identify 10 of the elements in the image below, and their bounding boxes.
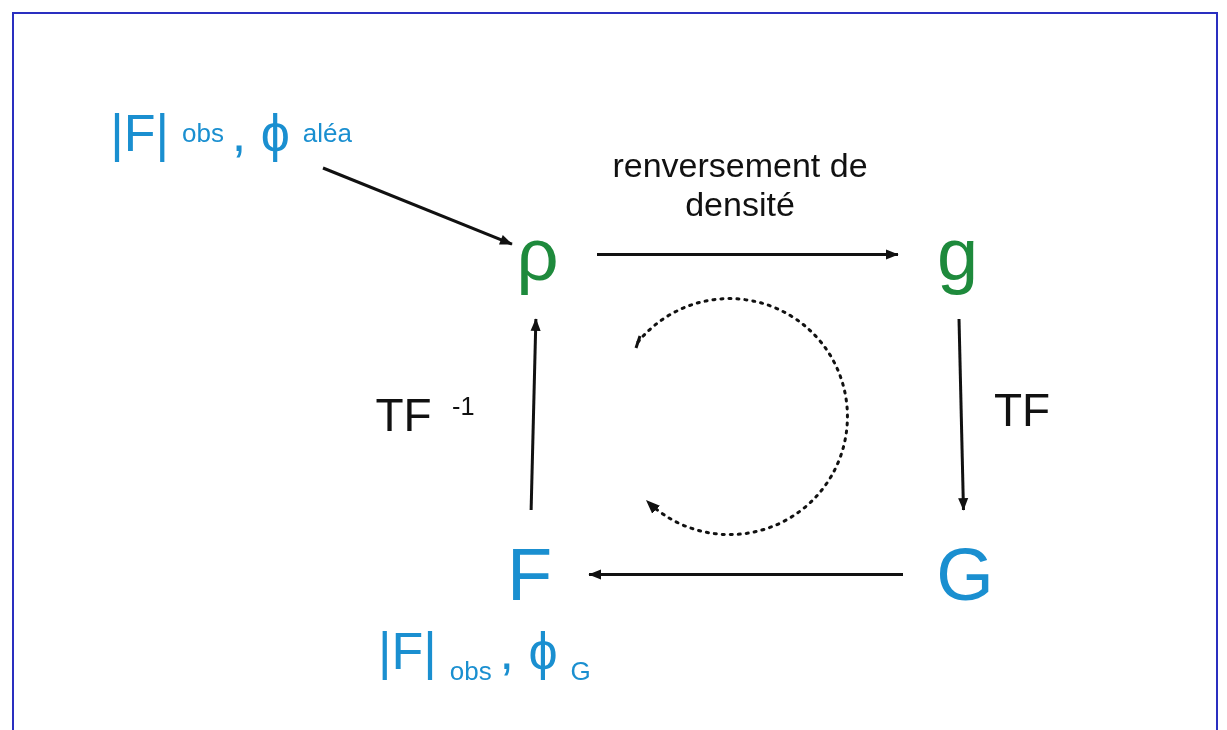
arrow: [529, 318, 541, 511]
variable-symbol: g: [920, 212, 995, 297]
variable-symbol: ρ: [500, 212, 575, 297]
arrow: [588, 569, 903, 580]
formula-label: |F|$_{obs}$, ϕ$_{G}$: [378, 625, 592, 685]
variable-symbol: F: [492, 532, 567, 617]
arrow: [597, 249, 899, 260]
variable-symbol: G: [925, 532, 1005, 617]
arrow: [957, 318, 969, 511]
arrow: [322, 166, 513, 246]
